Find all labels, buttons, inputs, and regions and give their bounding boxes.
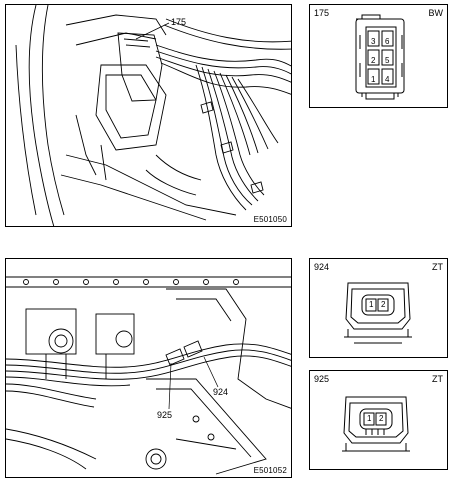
connector-175-id: 175 (314, 8, 330, 18)
top-illustration-panel: 175 E501050 (5, 4, 292, 227)
connector-925-color: ZT (432, 374, 443, 384)
connector-925-pin-1: 1 (367, 414, 372, 423)
connector-925-id: 925 (314, 374, 330, 384)
connector-924-color: ZT (432, 262, 443, 272)
connector-175-panel: 175 BW 3 6 2 5 1 4 (309, 4, 448, 108)
bottom-illustration-panel: 924 925 E501052 (5, 258, 292, 478)
connector-175-pin-4: 4 (385, 75, 390, 84)
connector-175-pin-5: 5 (385, 56, 390, 65)
figure-reference-bottom: E501052 (253, 466, 287, 475)
callout-924-label: 924 (213, 387, 229, 397)
connector-924-face (344, 282, 412, 344)
connector-175-pin-2: 2 (371, 56, 376, 65)
connector-925-face (342, 396, 410, 452)
figure-reference-top: E501050 (253, 215, 287, 224)
connector-925-pin-2: 2 (379, 414, 384, 423)
connector-175-pin-6: 6 (385, 37, 390, 46)
connector-175-pin-1: 1 (371, 75, 376, 84)
callout-175-label: 175 (171, 17, 187, 27)
top-line-drawing (15, 5, 291, 226)
connector-924-panel: 924 ZT 1 2 (309, 258, 448, 358)
bottom-line-drawing (6, 276, 291, 475)
connector-924-id: 924 (314, 262, 330, 272)
connector-175-pin-3: 3 (371, 37, 376, 46)
callout-925-label: 925 (157, 410, 173, 420)
connector-924-pin-1: 1 (369, 300, 374, 309)
connector-175-color: BW (428, 8, 444, 18)
connector-924-pin-2: 2 (381, 300, 386, 309)
connector-175-face (355, 14, 405, 100)
connector-925-panel: 925 ZT 1 2 (309, 370, 448, 470)
